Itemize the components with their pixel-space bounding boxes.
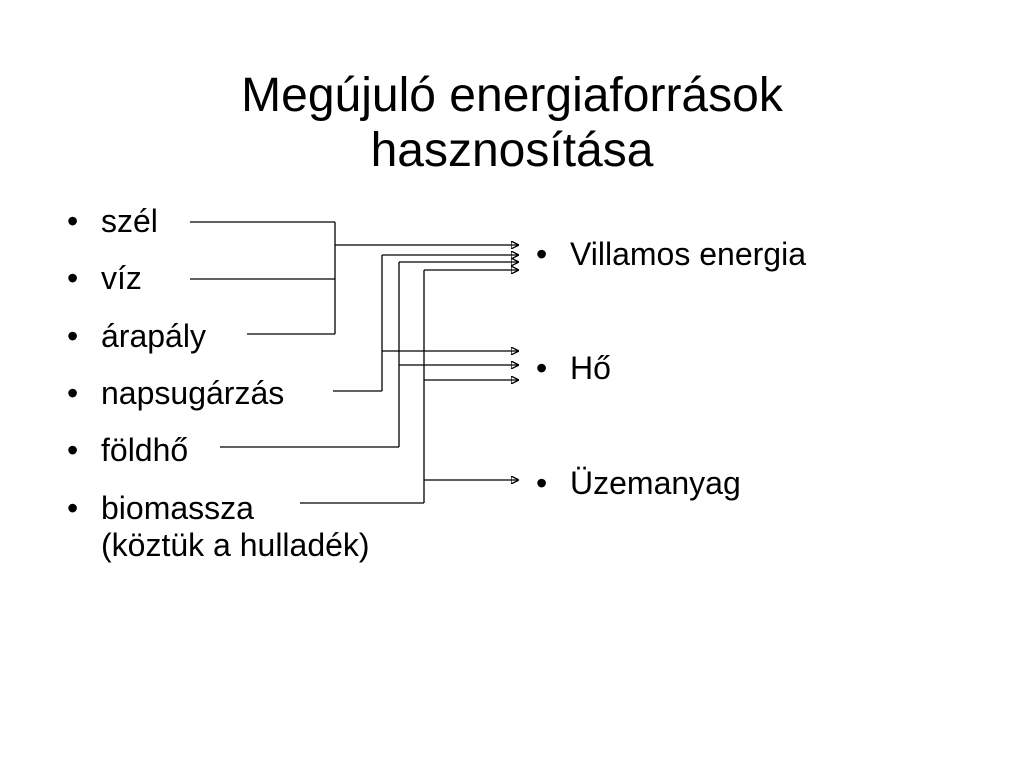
bullet-dot: • xyxy=(67,318,79,354)
output-label: Villamos energia xyxy=(570,236,806,272)
slide-title-line-2: hasznosítása xyxy=(370,124,654,178)
connector-geothermal xyxy=(220,262,518,448)
source-item-biomassza: • biomassza (köztük a hulladék) xyxy=(67,490,370,564)
bullet-dot: • xyxy=(536,350,548,386)
bullet-dot: • xyxy=(67,203,79,239)
bullet-dot: • xyxy=(67,375,79,411)
source-label: szél xyxy=(101,203,158,239)
source-label-line-2: (köztük a hulladék) xyxy=(101,527,370,563)
source-label: napsugárzás xyxy=(101,375,285,411)
output-item-uzemanyag: • Üzemanyag xyxy=(536,465,741,502)
source-label: árapály xyxy=(101,318,206,354)
bullet-dot: • xyxy=(67,432,79,468)
source-item-viz: • víz xyxy=(67,260,142,297)
connector-wind-water-tide xyxy=(190,221,518,335)
source-label: földhő xyxy=(101,432,189,468)
source-label: biomassza xyxy=(101,490,254,526)
source-item-napsugarzas: • napsugárzás xyxy=(67,375,285,412)
output-item-ho: • Hő xyxy=(536,350,611,387)
connector-solar xyxy=(333,255,518,392)
bullet-dot: • xyxy=(67,260,79,296)
output-label: Hő xyxy=(570,350,611,386)
source-label: víz xyxy=(101,260,142,296)
output-item-villamos-energia: • Villamos energia xyxy=(536,236,806,273)
source-item-szel: • szél xyxy=(67,203,158,240)
bullet-dot: • xyxy=(536,236,548,272)
bullet-dot: • xyxy=(67,490,79,526)
source-item-arapaly: • árapály xyxy=(67,318,206,355)
slide-title: Megújuló energiaforrások hasznosítása xyxy=(0,68,1024,178)
source-item-foldho: • földhő xyxy=(67,432,189,469)
connector-biomass xyxy=(300,270,518,504)
output-label: Üzemanyag xyxy=(570,465,741,501)
slide-title-line-1: Megújuló energiaforrások xyxy=(241,69,783,123)
bullet-dot: • xyxy=(536,465,548,501)
